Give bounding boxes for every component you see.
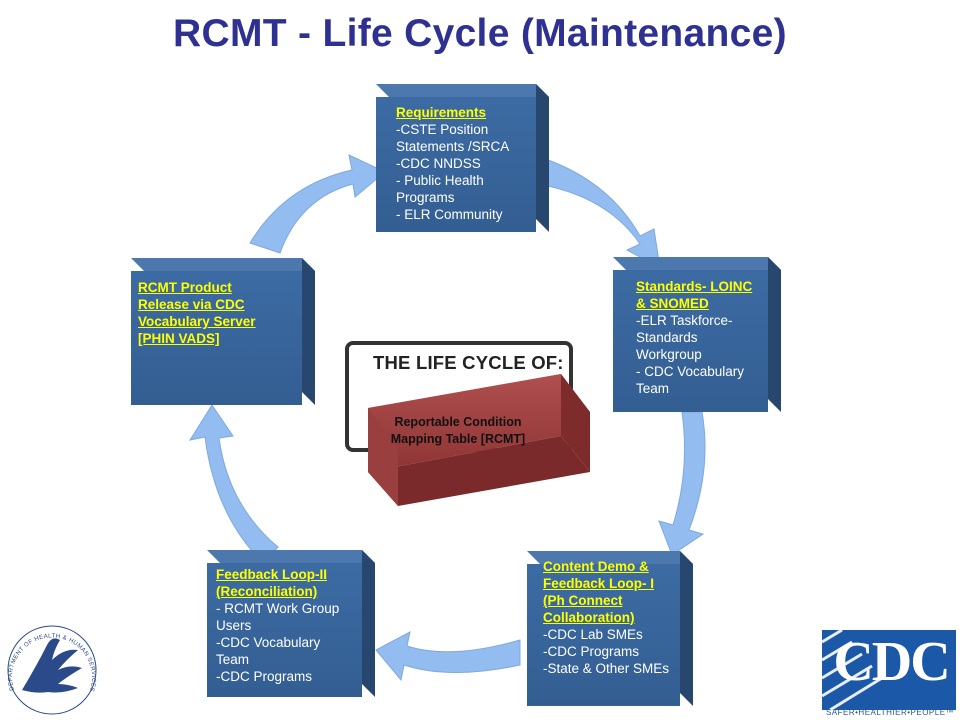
- requirements-box-shape: [376, 84, 549, 232]
- feedback-ii-item: - RCMT Work Group Users: [216, 601, 340, 633]
- content-demo-box-shape: [527, 551, 693, 706]
- cdc-logo-text: CDC: [833, 631, 950, 693]
- feedback-ii-box: Feedback Loop-II (Reconciliation) - RCMT…: [216, 566, 358, 685]
- standards-box-shape: [613, 257, 781, 412]
- product-release-heading: RCMT Product Release via CDC Vocabulary …: [138, 280, 256, 346]
- life-cycle-heading: THE LIFE CYCLE OF:: [373, 352, 564, 373]
- feedback-ii-box-shape: [207, 550, 375, 697]
- hhs-logo-text: DEPARTMENT OF HEALTH & HUMAN SERVICES · …: [0, 0, 96, 692]
- cycle-arrow-4: [375, 631, 521, 682]
- requirements-heading: Requirements: [396, 105, 487, 120]
- standards-item: - CDC Vocabulary Team: [636, 364, 745, 396]
- standards-heading: Standards- LOINC & SNOMED: [636, 279, 753, 311]
- cycle-arrow-5: [188, 404, 279, 564]
- cdc-tagline: SAFER•HEALTHIER•PEOPLE™: [825, 708, 955, 717]
- content-demo-item: -CDC Programs: [543, 644, 640, 659]
- requirements-box: Requirements -CSTE Position Statements /…: [396, 104, 536, 223]
- requirements-item: -CSTE Position Statements /SRCA: [396, 122, 510, 154]
- page-title: RCMT - Life Cycle (Maintenance): [173, 12, 787, 55]
- cycle-arrow-1: [249, 154, 386, 254]
- content-demo-item: -State & Other SMEs: [543, 661, 670, 676]
- content-demo-heading: Content Demo & Feedback Loop- I (Ph Conn…: [543, 559, 655, 625]
- requirements-item: - Public Health Programs: [396, 173, 484, 205]
- svg-text:DEPARTMENT OF HEALTH & HUMAN S: DEPARTMENT OF HEALTH & HUMAN SERVICES · …: [0, 0, 96, 692]
- standards-item: -ELR Taskforce- Standards Workgroup: [636, 313, 733, 362]
- content-demo-item: -CDC Lab SMEs: [543, 627, 643, 642]
- feedback-ii-item: -CDC Vocabulary Team: [216, 635, 321, 667]
- feedback-ii-item: -CDC Programs: [216, 669, 313, 684]
- cycle-arrow-2: [547, 159, 661, 269]
- requirements-item: -CDC NNDSS: [396, 156, 481, 171]
- standards-box: Standards- LOINC & SNOMED -ELR Taskforce…: [636, 278, 771, 397]
- cycle-arrow-3: [658, 411, 706, 556]
- requirements-item: - ELR Community: [396, 207, 503, 222]
- product-release-box: RCMT Product Release via CDC Vocabulary …: [138, 279, 298, 347]
- cdc-logo: [821, 628, 956, 712]
- rcmt-brick-label: Reportable Condition Mapping Table [RCMT…: [390, 415, 526, 446]
- rcmt-brick: [368, 374, 590, 506]
- content-demo-box: Content Demo & Feedback Loop- I (Ph Conn…: [543, 558, 683, 677]
- hhs-logo: [7, 625, 97, 715]
- product-release-box-shape: [131, 258, 315, 405]
- feedback-ii-heading: Feedback Loop-II (Reconciliation): [216, 567, 328, 599]
